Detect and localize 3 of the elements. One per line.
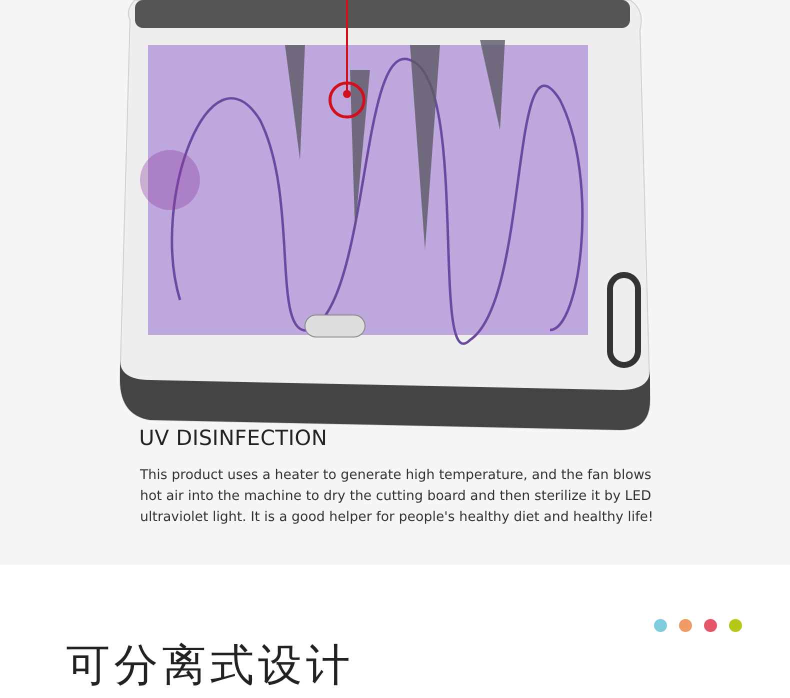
section-heading: UV DISINFECTION: [139, 426, 328, 450]
description-paragraph: This product uses a heater to generate high temperature, and the fan blows hot air into the machine to dry the cutting board and then sterilize it by LED ultraviolet light. It is a good helper for people's healthy diet and healthy life!: [140, 467, 654, 527]
section-heading: 可分离式设计: [66, 640, 354, 692]
